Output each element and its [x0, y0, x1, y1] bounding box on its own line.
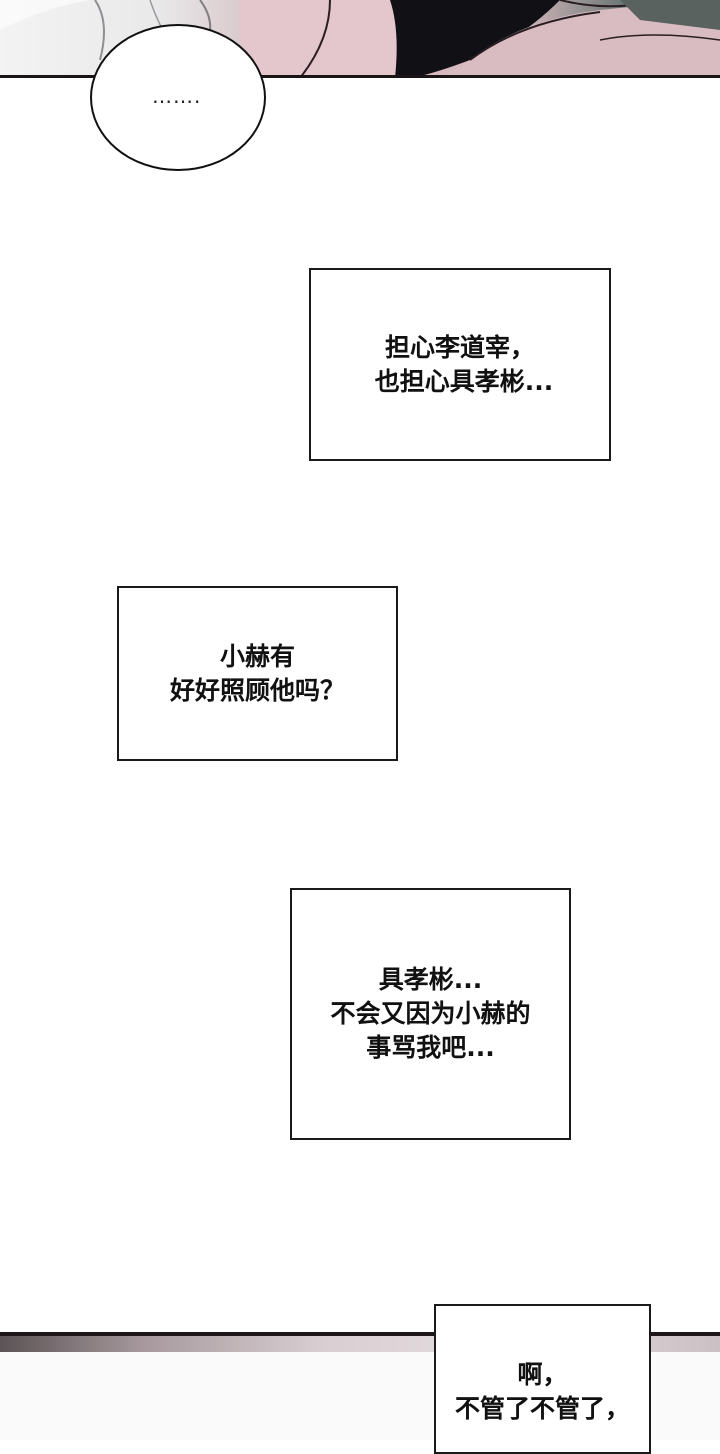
narration-line: 小赫有 — [219, 641, 295, 671]
narration-line: 也担心具孝彬... — [374, 366, 554, 396]
narration-box: 担心李道宰， 也担心具孝彬... — [309, 268, 611, 461]
narration-line: 好好照顾他吗？ — [169, 675, 345, 705]
narration-box: 小赫有 好好照顾他吗？ — [117, 586, 398, 761]
narration-box: 具孝彬... 不会又因为小赫的 事骂我吧... — [290, 888, 571, 1140]
speech-bubble: ……. — [90, 24, 266, 171]
narration-line: 不管了不管了， — [454, 1394, 630, 1423]
narration-line: 担心李道宰， — [384, 332, 535, 362]
narration-line: 啊， — [517, 1360, 568, 1389]
narration-line: 具孝彬... — [378, 965, 483, 994]
narration-line: 不会又因为小赫的 — [330, 999, 531, 1028]
narration-box: 啊， 不管了不管了， — [434, 1304, 651, 1454]
bubble-text: ……. — [152, 84, 202, 108]
narration-line: 事骂我吧... — [366, 1033, 495, 1062]
